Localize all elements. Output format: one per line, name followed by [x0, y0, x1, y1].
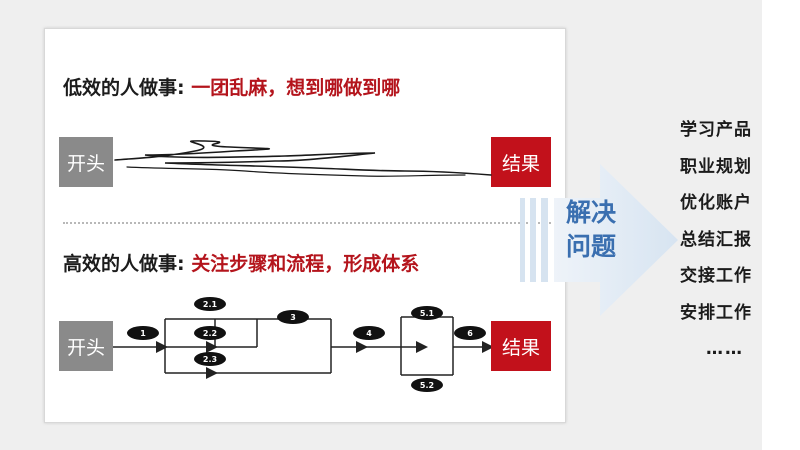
tangled-scribble-line-2	[126, 166, 466, 177]
tangled-scribble-line	[114, 140, 492, 176]
task-list: 学习产品 职业规划 优化账户 总结汇报 交接工作 安排工作 ……	[680, 112, 770, 368]
step-label-2-1: 2.1	[203, 300, 218, 309]
solve-line-1: 解决	[566, 198, 617, 227]
inefficient-end-box: 结果	[491, 137, 551, 187]
efficient-heading-highlight: 关注步骤和流程，形成体系	[191, 253, 420, 275]
task-ellipsis: ……	[706, 339, 744, 359]
task-item: 学习产品	[680, 120, 752, 140]
efficient-end-box: 结果	[491, 321, 551, 371]
step-label-2-3: 2.3	[203, 355, 217, 364]
efficient-heading: 高效的人做事: 关注步骤和流程，形成体系	[63, 249, 419, 276]
flow-graphics: 1 2.1 2.2 2.3 3 4 5.1 5.2 6	[113, 140, 494, 392]
step-label-5-1: 5.1	[420, 309, 435, 318]
inefficient-start-box: 开头	[59, 137, 113, 187]
inefficient-heading-prefix: 低效的人做事:	[63, 77, 185, 99]
step-label-6: 6	[467, 329, 473, 338]
solve-arrow-icon	[520, 164, 678, 316]
comparison-card: 低效的人做事: 一团乱麻，想到哪做到哪 开头 结果	[44, 28, 566, 423]
inefficient-heading-highlight: 一团乱麻，想到哪做到哪	[191, 77, 401, 99]
step-label-2-2: 2.2	[203, 329, 217, 338]
step-label-1: 1	[140, 329, 146, 338]
efficient-flowchart	[113, 316, 494, 379]
task-item: 安排工作	[680, 302, 752, 323]
efficient-start-box: 开头	[59, 321, 113, 371]
solve-line-2: 问题	[566, 232, 617, 261]
inefficient-heading: 低效的人做事: 一团乱麻，想到哪做到哪	[63, 73, 400, 100]
step-labels: 1 2.1 2.2 2.3 3 4 5.1 5.2 6	[127, 297, 486, 392]
task-item: 职业规划	[680, 156, 752, 177]
efficient-heading-prefix: 高效的人做事:	[63, 253, 185, 275]
right-margin-strip	[762, 0, 800, 450]
step-label-3: 3	[290, 313, 296, 322]
task-item: 总结汇报	[680, 229, 752, 250]
step-label-4: 4	[366, 329, 372, 338]
step-label-5-2: 5.2	[420, 381, 434, 390]
task-item: 交接工作	[680, 266, 752, 286]
solve-problem-label: 解决 问题	[566, 196, 646, 264]
section-divider	[63, 222, 551, 224]
task-item: 优化账户	[680, 193, 752, 213]
